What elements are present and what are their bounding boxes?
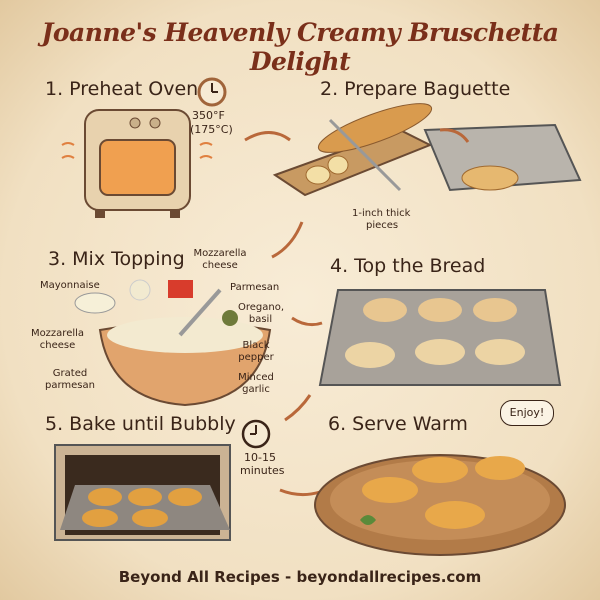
step-3-heading: 3. Mix Topping — [48, 248, 185, 270]
bake-time-range: 10-15 — [244, 451, 276, 464]
clock-icon — [197, 77, 227, 107]
step-6-heading: 6. Serve Warm — [328, 413, 468, 435]
bake-time-unit: minutes — [240, 464, 285, 477]
oven-baking-illustration — [54, 444, 231, 541]
baguette-illustration — [272, 103, 582, 197]
timer-clock-icon — [241, 419, 271, 449]
ingredient-mozzarella-left: Mozzarella cheese — [30, 328, 85, 351]
enjoy-speech-bubble: Enjoy! — [500, 400, 554, 426]
page-title: Joanne's Heavenly Creamy Bruschetta Deli… — [41, 18, 559, 76]
baking-tray-illustration — [318, 289, 562, 386]
serving-board-illustration — [314, 454, 566, 556]
ingredient-black-pepper: Black pepper — [238, 340, 274, 363]
arrows — [244, 128, 470, 497]
ingredient-grated-parmesan: Grated parmesan — [45, 368, 95, 391]
ingredient-parmesan: Parmesan — [230, 282, 280, 293]
slice-pieces-note: pieces — [366, 220, 399, 231]
oven-temp-c: (175°C) — [190, 123, 233, 136]
oven-illustration — [61, 109, 213, 218]
step-4-heading: 4. Top the Bread — [330, 255, 486, 277]
step-2-heading: 2. Prepare Baguette — [320, 78, 511, 100]
ingredient-minced-garlic: Minced garlic — [238, 372, 274, 395]
ingredient-oregano-basil: Oregano, basil — [238, 302, 285, 325]
footer-credit: Beyond All Recipes - beyondallrecipes.co… — [118, 568, 482, 586]
oven-temp-f: 350°F — [192, 109, 225, 122]
step-5-heading: 5. Bake until Bubbly — [45, 413, 236, 435]
ingredient-mayonnaise: Mayonnaise — [40, 280, 100, 291]
step-1-heading: 1. Preheat Oven — [45, 78, 199, 100]
mixing-bowl-illustration — [74, 279, 272, 407]
ingredient-mozzarella-top: Mozzarella cheese — [193, 248, 247, 271]
slice-thickness-note: 1-inch thick — [352, 208, 411, 219]
